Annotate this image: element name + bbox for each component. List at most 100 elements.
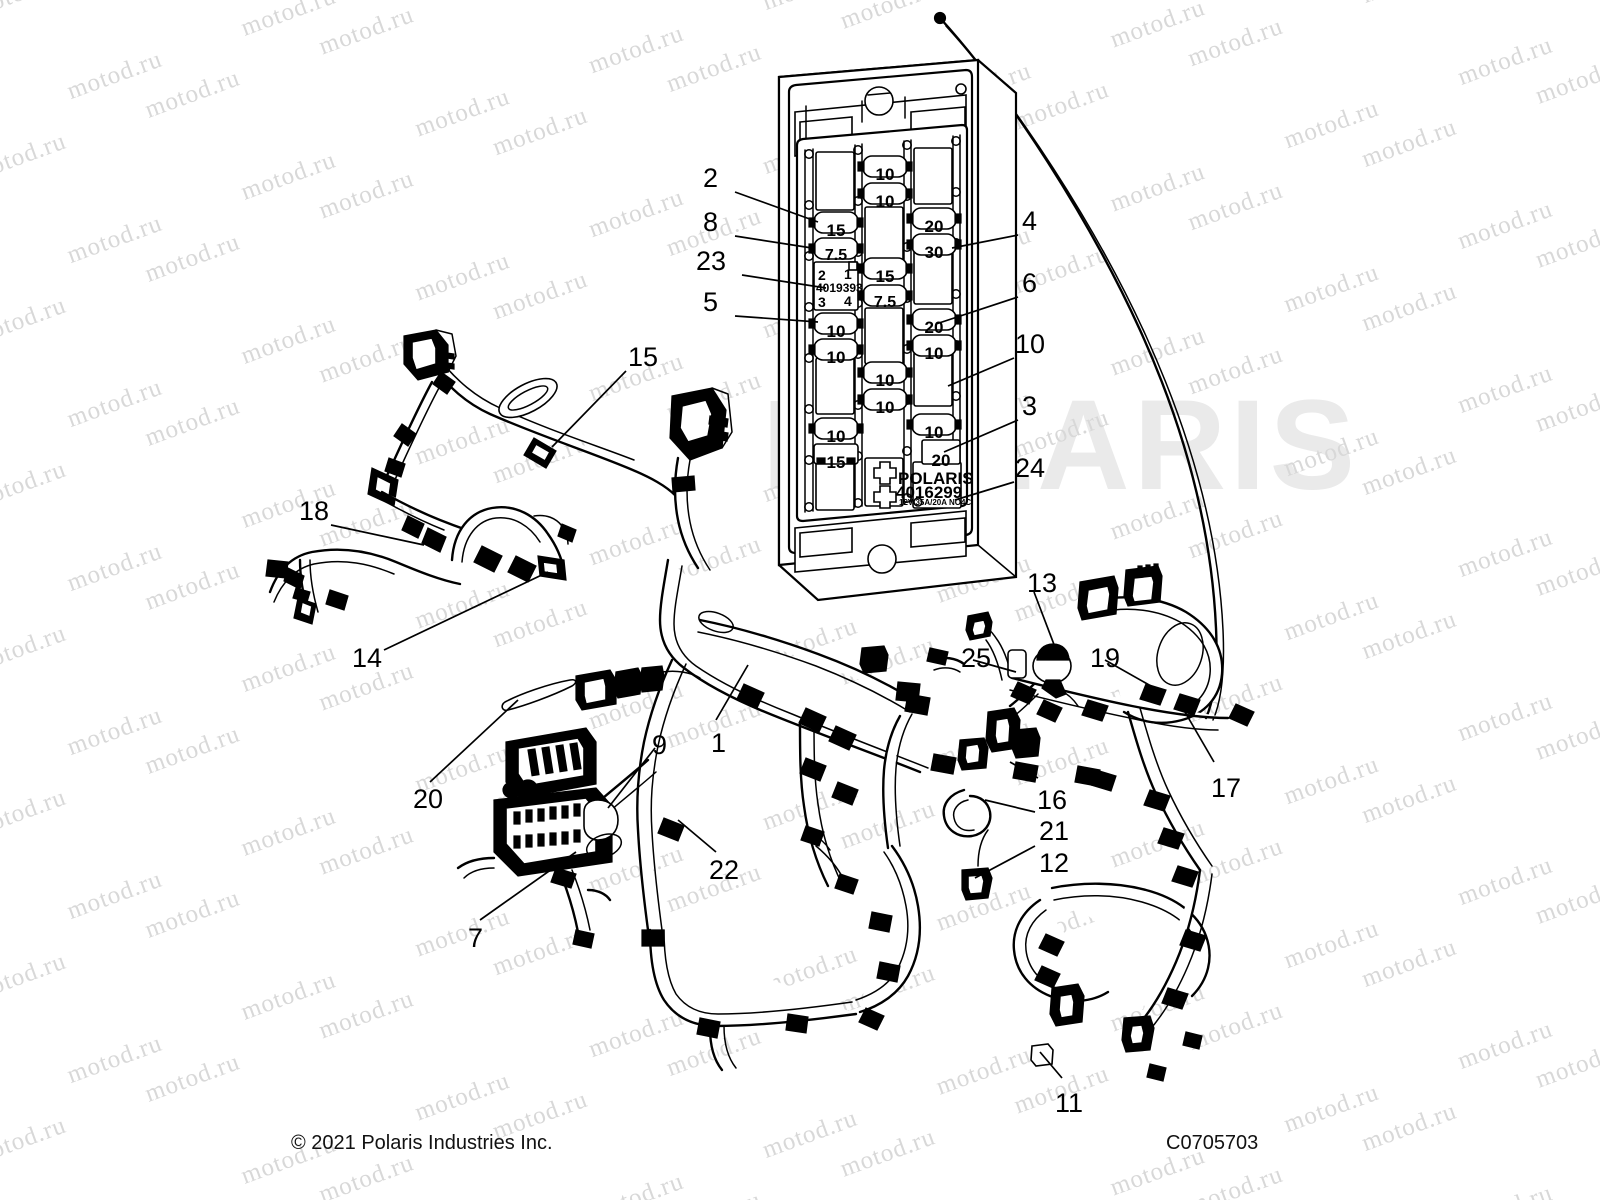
leader-line-12 bbox=[974, 845, 1036, 879]
leader-line-8 bbox=[734, 235, 813, 249]
leader-line-17 bbox=[1177, 699, 1215, 763]
leader-line-20 bbox=[429, 699, 519, 783]
fuse-value-f-c3-r8: 10 bbox=[924, 344, 944, 363]
leader-line-19 bbox=[1104, 659, 1159, 691]
callout-19: 19 bbox=[1090, 643, 1121, 673]
module-lower bbox=[493, 787, 623, 877]
fusebox-brand-text: POLARIS bbox=[898, 469, 974, 488]
fuse-value-f-c1-r11: 10 bbox=[826, 427, 846, 446]
fuse-value-f-c2-r10: 10 bbox=[875, 398, 895, 417]
callout-4: 4 bbox=[1022, 206, 1038, 236]
fuse-value-f-c3-r12: 20 bbox=[931, 451, 951, 470]
module-relay-block bbox=[502, 727, 597, 799]
callout-14: 14 bbox=[352, 643, 383, 673]
fuse-value-f-c3-r3: 20 bbox=[924, 217, 944, 236]
junction-cluster bbox=[930, 707, 1117, 792]
callout-18: 18 bbox=[299, 496, 330, 526]
main-connector bbox=[669, 387, 733, 571]
fuse-value-f-c3-r11: 10 bbox=[924, 423, 944, 442]
connector-top-right-a bbox=[1077, 575, 1119, 621]
fusebox-part-number: 4016299 bbox=[896, 483, 963, 502]
relay-pin-4: 4 bbox=[844, 293, 852, 309]
callout-11: 11 bbox=[1055, 1088, 1084, 1118]
leader-line-3 bbox=[943, 419, 1019, 453]
callout-1: 1 bbox=[711, 728, 727, 758]
fuse-value-f-c3-r7: 20 bbox=[924, 318, 944, 337]
leader-line-16 bbox=[1009, 761, 1039, 779]
callout-16: 16 bbox=[1037, 785, 1068, 815]
fusebox-rating-text: 12V 35A/20A NO4C bbox=[899, 498, 972, 507]
relay-pin-1: 1 bbox=[844, 266, 852, 282]
relay-pin-3: 3 bbox=[818, 294, 826, 310]
callout-7: 7 bbox=[468, 923, 484, 953]
leader-line-18 bbox=[330, 524, 425, 546]
callout-6: 6 bbox=[1022, 268, 1038, 298]
right-assembly bbox=[930, 563, 1255, 1082]
fuse-value-f-c1-r7: 10 bbox=[826, 322, 846, 341]
callout-23: 23 bbox=[696, 246, 727, 276]
fuse-value-f-c1-r8: 10 bbox=[826, 348, 846, 367]
fuse-value-f-c2-r9: 10 bbox=[875, 371, 895, 390]
fuse-value-f-c2-r2: 10 bbox=[875, 192, 895, 211]
fuse-value-f-c2-r5: 15 bbox=[875, 267, 895, 286]
misc-connectors bbox=[800, 645, 966, 895]
leader-line-4 bbox=[951, 234, 1019, 249]
drawing-number: C0705703 bbox=[1166, 1132, 1259, 1154]
callout-15: 15 bbox=[628, 342, 659, 372]
leader-line-5 bbox=[734, 315, 819, 323]
callout-25: 25 bbox=[961, 643, 992, 673]
callout-10: 10 bbox=[1015, 329, 1046, 359]
leader-line-7 bbox=[479, 851, 577, 921]
fuse-value-f-c3-r4: 30 bbox=[924, 243, 944, 262]
callout-leader-lines bbox=[330, 191, 1215, 1079]
fuse-holder-25 bbox=[1007, 649, 1027, 679]
fuse-value-f-c2-r6: 7.5 bbox=[873, 294, 897, 311]
callout-20: 20 bbox=[413, 784, 444, 814]
leader-line-25 bbox=[972, 659, 1017, 673]
left-sub-harness bbox=[265, 329, 678, 625]
clamp-15 bbox=[523, 437, 557, 469]
leader-line-11 bbox=[1039, 1051, 1063, 1079]
leader-line-15 bbox=[551, 370, 627, 448]
connector-14 bbox=[537, 555, 567, 581]
callout-5: 5 bbox=[703, 287, 719, 317]
callout-24: 24 bbox=[1015, 453, 1046, 483]
leader-line-14 bbox=[383, 571, 549, 651]
leader-line-2 bbox=[734, 191, 819, 223]
main-trunk bbox=[556, 558, 929, 1072]
relay-pin-2: 2 bbox=[818, 267, 826, 283]
callout-22: 22 bbox=[709, 855, 740, 885]
leader-line-6 bbox=[935, 296, 1019, 325]
connector-small-left bbox=[965, 611, 993, 641]
connector-12 bbox=[961, 867, 993, 901]
callout-13: 13 bbox=[1027, 568, 1058, 598]
callout-21: 21 bbox=[1039, 816, 1070, 846]
fuse-value-f-c1-r4: 7.5 bbox=[824, 247, 848, 264]
callout-9: 9 bbox=[652, 730, 668, 760]
leader-line-1 bbox=[715, 664, 749, 721]
callout-2: 2 bbox=[703, 163, 719, 193]
fuse-value-f-c1-r12: 15 bbox=[826, 453, 846, 472]
fuse-box-assembly bbox=[777, 58, 1018, 602]
cylinder-relay-13 bbox=[1032, 643, 1079, 707]
connector-cluster-center bbox=[575, 665, 701, 711]
leader-line-13 bbox=[1033, 591, 1059, 656]
leader-line-21 bbox=[984, 799, 1036, 813]
fuse-value-f-c1-r3: 15 bbox=[826, 221, 846, 240]
connector-top-right-b bbox=[1123, 563, 1163, 607]
fuse-value-f-c2-r1: 10 bbox=[875, 165, 895, 184]
relay-part-number: 4019393 bbox=[816, 281, 863, 295]
callout-17: 17 bbox=[1211, 773, 1242, 803]
leader-line-10 bbox=[947, 357, 1015, 387]
leader-line-9 bbox=[607, 747, 656, 809]
callout-3: 3 bbox=[1022, 391, 1038, 421]
leader-line-22 bbox=[677, 819, 717, 853]
connector-top-left bbox=[403, 329, 457, 381]
copyright-notice: © 2021 Polaris Industries Inc. bbox=[291, 1132, 553, 1154]
left-lower-modules bbox=[456, 665, 701, 949]
leader-line-23 bbox=[741, 274, 827, 289]
callout-12: 12 bbox=[1039, 848, 1070, 878]
leader-line-24 bbox=[954, 481, 1015, 501]
